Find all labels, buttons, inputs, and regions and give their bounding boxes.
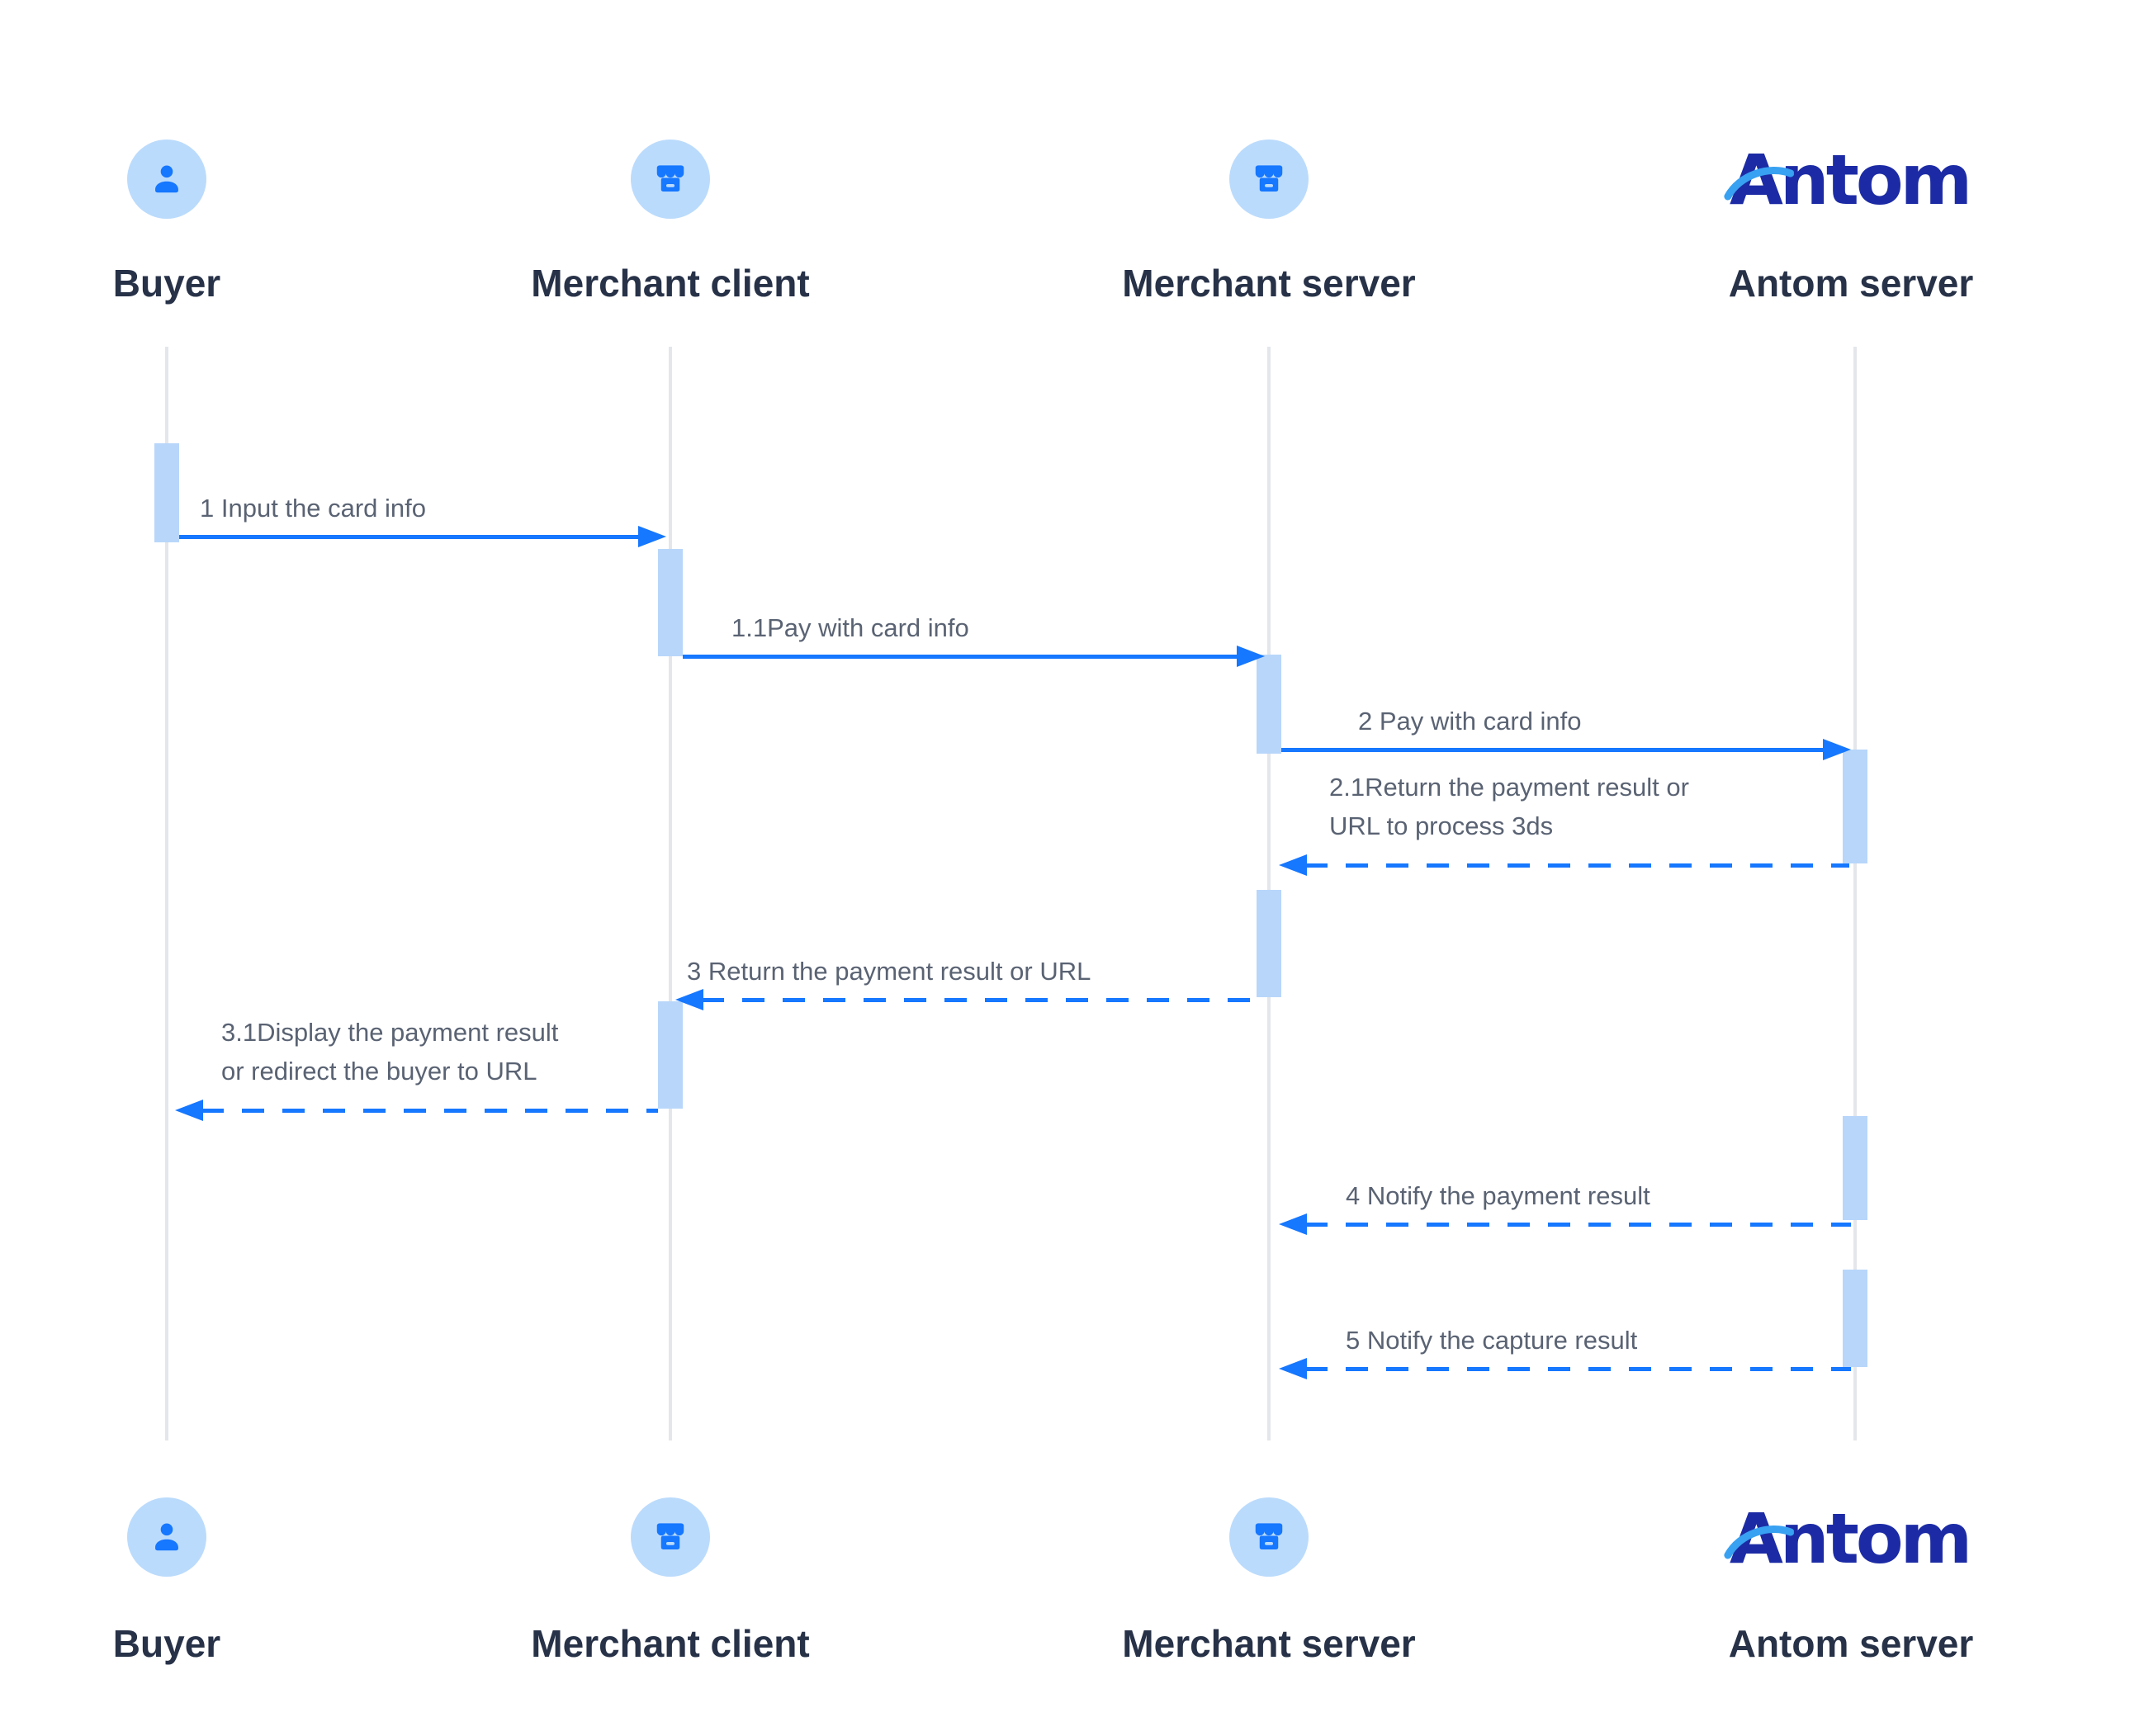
actor-label-buyer-bottom: Buyer: [112, 1622, 221, 1665]
message-arrow-5: [1279, 1358, 1851, 1379]
message-label-2: 2 Pay with card info: [1358, 707, 1582, 736]
message-label-3: 3 Return the payment result or URL: [687, 957, 1091, 986]
lifeline-buyer: [165, 347, 168, 1440]
antom-logo-bottom: Antom: [1724, 1504, 1972, 1573]
message-label-1: 1 Input the card info: [200, 494, 427, 523]
antom-swoosh-icon: [1724, 1526, 1794, 1559]
message-arrow-2: [1281, 739, 1851, 760]
merchant-server-store-icon: [1229, 1497, 1309, 1577]
actor-label-merchant-server-bottom: Merchant server: [1122, 1622, 1416, 1665]
lifeline-merchant-client: [669, 347, 672, 1440]
antom-wordmark: Antom: [1729, 1498, 1972, 1579]
message-arrow-1-1: [683, 646, 1265, 667]
message-label-3-1: 3.1Display the payment result or redirec…: [221, 1018, 559, 1086]
lifeline-antom-server: [1853, 347, 1857, 1440]
activation-antom-2: [1843, 1116, 1867, 1220]
arrowhead-right-icon: [638, 526, 666, 547]
actor-label-merchant-client-top: Merchant client: [531, 262, 810, 305]
actor-label-buyer-top: Buyer: [112, 262, 221, 305]
buyer-person-icon: [127, 140, 206, 219]
message-arrow-4: [1279, 1213, 1851, 1235]
message-arrow-1: [179, 526, 666, 547]
message-arrow-3: [675, 989, 1257, 1010]
antom-logo-top: Antom: [1724, 145, 1972, 215]
activation-merchant-server-1: [1257, 655, 1281, 754]
arrowhead-left-icon: [675, 989, 703, 1010]
person-icon: [155, 1523, 178, 1551]
merchant-server-store-icon: [1229, 140, 1309, 219]
antom-swoosh-icon: [1724, 167, 1794, 201]
activation-antom-3: [1843, 1270, 1867, 1367]
merchant-client-store-icon: [631, 140, 710, 219]
arrowhead-right-icon: [1823, 739, 1851, 760]
message-label-4: 4 Notify the payment result: [1346, 1181, 1650, 1210]
activation-merchant-client-2: [658, 1001, 683, 1109]
activation-buyer-1: [154, 443, 179, 542]
activation-merchant-client-1: [658, 549, 683, 656]
message-arrow-2-1: [1279, 854, 1849, 876]
arrowhead-left-icon: [1279, 1213, 1307, 1235]
actor-label-merchant-server-top: Merchant server: [1122, 262, 1416, 305]
actor-label-merchant-client-bottom: Merchant client: [531, 1622, 810, 1665]
buyer-person-icon: [127, 1497, 206, 1577]
message-label-1-1: 1.1Pay with card info: [731, 613, 969, 642]
actor-label-antom-server-bottom: Antom server: [1728, 1622, 1974, 1665]
actor-label-antom-server-top: Antom server: [1728, 262, 1974, 305]
store-icon: [656, 1523, 684, 1549]
antom-wordmark: Antom: [1729, 140, 1972, 220]
merchant-client-store-icon: [631, 1497, 710, 1577]
activation-merchant-server-2: [1257, 890, 1281, 997]
arrowhead-left-icon: [1279, 1358, 1307, 1379]
arrowhead-left-icon: [175, 1100, 203, 1121]
message-arrow-3-1: [175, 1100, 658, 1121]
store-icon: [656, 165, 684, 192]
arrowhead-left-icon: [1279, 854, 1307, 876]
person-icon: [155, 165, 178, 193]
arrowhead-right-icon: [1237, 646, 1265, 667]
store-icon: [1255, 1523, 1283, 1549]
store-icon: [1255, 165, 1283, 192]
activation-antom-1: [1843, 750, 1867, 863]
message-label-2-1: 2.1Return the payment result or URL to p…: [1329, 773, 1689, 840]
message-label-5: 5 Notify the capture result: [1346, 1326, 1638, 1355]
